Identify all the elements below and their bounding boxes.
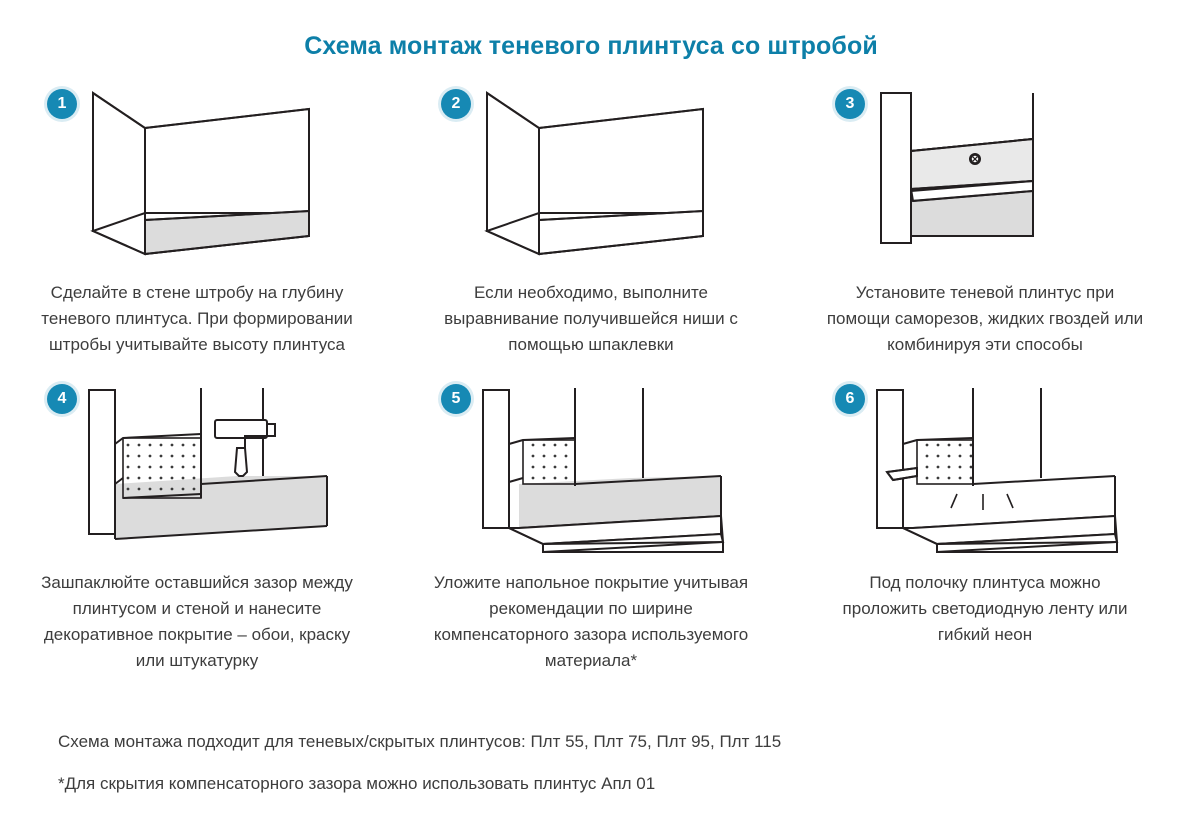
page-title: Схема монтаж теневого плинтуса со штробо…: [304, 32, 878, 60]
step-card-6: 6 Под полочку плинтуса можно проложить с…: [788, 376, 1182, 674]
step-badge-3: 3: [835, 89, 865, 119]
step-badge-6: 6: [835, 384, 865, 414]
step-card-2: 2 Если необходимо, выполните выравнивани…: [394, 81, 788, 358]
step-caption-2: Если необходимо, выполните выравнивание …: [444, 283, 738, 354]
led-strip-under-shelf-illustration: [876, 388, 1119, 554]
step-caption-6: Под полочку плинтуса можно проложить све…: [842, 573, 1128, 644]
step-1-figure: 1: [37, 81, 357, 266]
footer-compatible-models: Схема монтажа подходит для теневых/скрыт…: [58, 732, 782, 751]
step-badge-4: 4: [47, 384, 77, 414]
step-caption-5: Уложите напольное покрытие учитывая реко…: [433, 573, 749, 670]
step-card-4: 4 Зашпаклюйте оставшийся зазор между пли…: [0, 376, 394, 674]
light-rays-icon: [950, 493, 1014, 510]
footer-asterisk-note: *Для скрытия компенсаторного зазора можн…: [58, 774, 656, 793]
putty-and-paint-roller-illustration: [88, 388, 328, 540]
step-5-figure: 5: [431, 376, 751, 556]
step-caption-3: Установите теневой плинтус при помощи са…: [826, 283, 1144, 354]
shelf-ledge: [885, 466, 918, 482]
paint-roller-icon: [214, 419, 276, 477]
skirting-with-screw-illustration: [880, 92, 1034, 244]
step-card-1: 1 Сделайте в стене штробу на глубину тен…: [0, 81, 394, 358]
step-card-5: 5 Уложите напольное покрытие учитывая ре…: [394, 376, 788, 674]
step-4-figure: 4: [37, 376, 357, 556]
step-caption-4: Зашпаклюйте оставшийся зазор между плинт…: [41, 573, 353, 670]
wall-niche-corner-white-base-illustration: [484, 91, 704, 256]
step-3-figure: 3: [825, 81, 1145, 266]
footer-notes: Схема монтажа подходит для теневых/скрыт…: [58, 729, 1118, 797]
step-card-3: 3 Установите теневой плинтус при помощи …: [788, 81, 1182, 358]
floor-covering-laid-illustration: [482, 388, 725, 554]
wall-niche-corner-grey-base-illustration: [90, 91, 310, 256]
step-badge-2: 2: [441, 89, 471, 119]
step-2-figure: 2: [431, 81, 751, 266]
steps-row-bottom: 4 Зашпаклюйте оставшийся зазор между пли…: [0, 376, 1182, 674]
step-badge-1: 1: [47, 89, 77, 119]
step-6-figure: 6: [825, 376, 1145, 556]
step-caption-1: Сделайте в стене штробу на глубину тенев…: [41, 283, 353, 354]
step-badge-5: 5: [441, 384, 471, 414]
steps-row-top: 1 Сделайте в стене штробу на глубину тен…: [0, 81, 1182, 358]
